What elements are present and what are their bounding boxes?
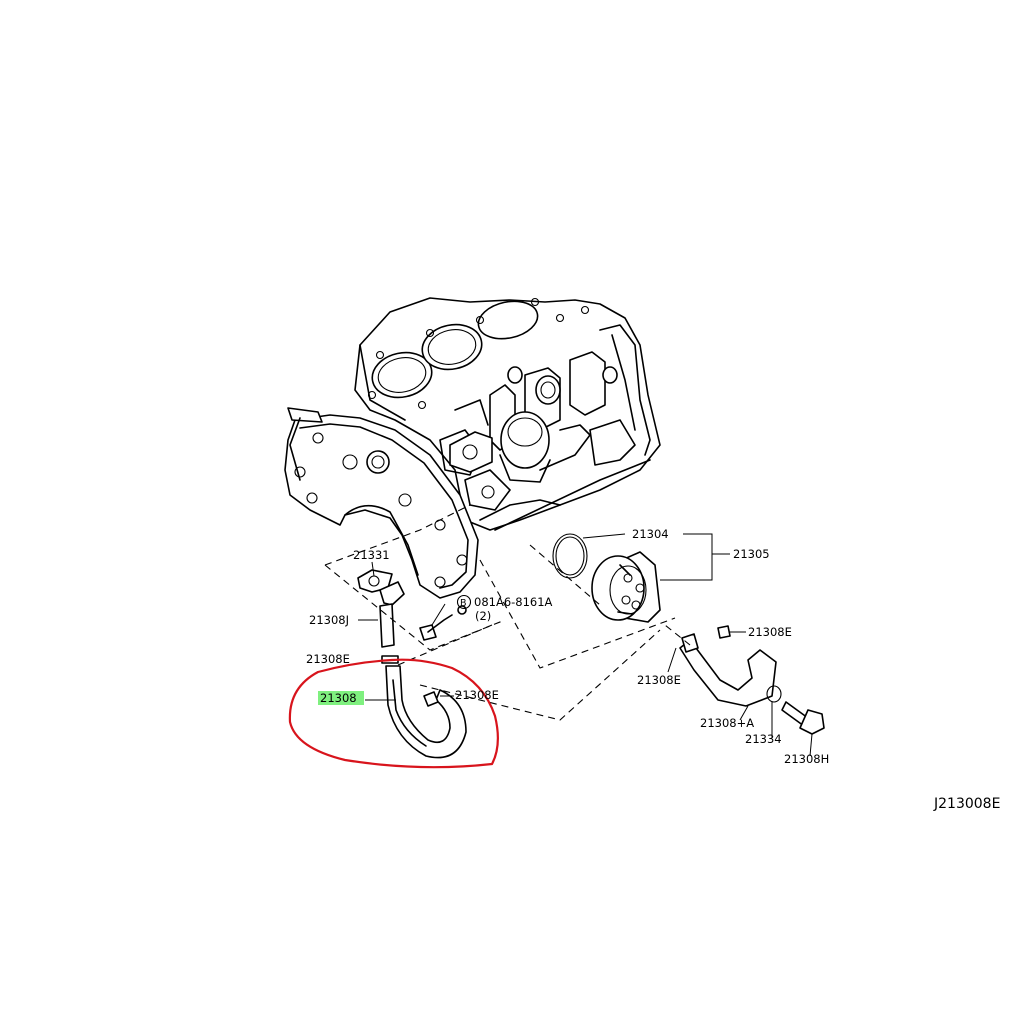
label-21308: 21308 <box>320 691 357 705</box>
label-bolt-qty: (2) <box>475 609 491 623</box>
label-21308h: 21308H <box>784 752 829 766</box>
left-hose-assembly <box>357 569 467 664</box>
right-hose-assembly <box>679 625 825 735</box>
highlight-21308 <box>318 691 364 705</box>
pipe-21308j <box>379 603 395 648</box>
hose-21308a <box>679 639 777 707</box>
label-21308e-center: 21308E <box>455 688 499 702</box>
label-21308e-mid: 21308E <box>637 673 681 687</box>
leader-lines <box>358 533 813 757</box>
label-21305: 21305 <box>733 547 770 561</box>
bolt-callout: B 081A6-8161A (2) <box>456 594 553 623</box>
label-21308e-right: 21308E <box>748 625 792 639</box>
oil-cooler-21305 <box>552 533 661 623</box>
rear-plate <box>284 407 479 599</box>
hose-21308 <box>385 665 467 759</box>
label-21331: 21331 <box>353 548 390 562</box>
label-21308e-left: 21308E <box>306 652 350 666</box>
engine-block <box>354 297 661 531</box>
o-ring-21304 <box>552 533 588 579</box>
diagram-code: J213008E <box>933 796 1000 812</box>
label-21334: 21334 <box>745 732 782 746</box>
label-bolt-code: 081A6-8161A <box>474 595 553 609</box>
bolt-symbol: B <box>460 598 467 609</box>
washer-21334 <box>766 685 782 703</box>
assembly-lines <box>324 504 691 721</box>
label-21304: 21304 <box>632 527 669 541</box>
label-21308j: 21308J <box>309 613 349 627</box>
hand-drawn-circle-mark <box>288 658 499 769</box>
clamp-21308e-right <box>717 625 731 639</box>
part-labels: 21304 21305 21331 21308J B 081A6-8161A (… <box>306 527 1000 812</box>
clamp-21308e-center <box>423 691 439 707</box>
label-21308a: 21308+A <box>700 716 754 730</box>
